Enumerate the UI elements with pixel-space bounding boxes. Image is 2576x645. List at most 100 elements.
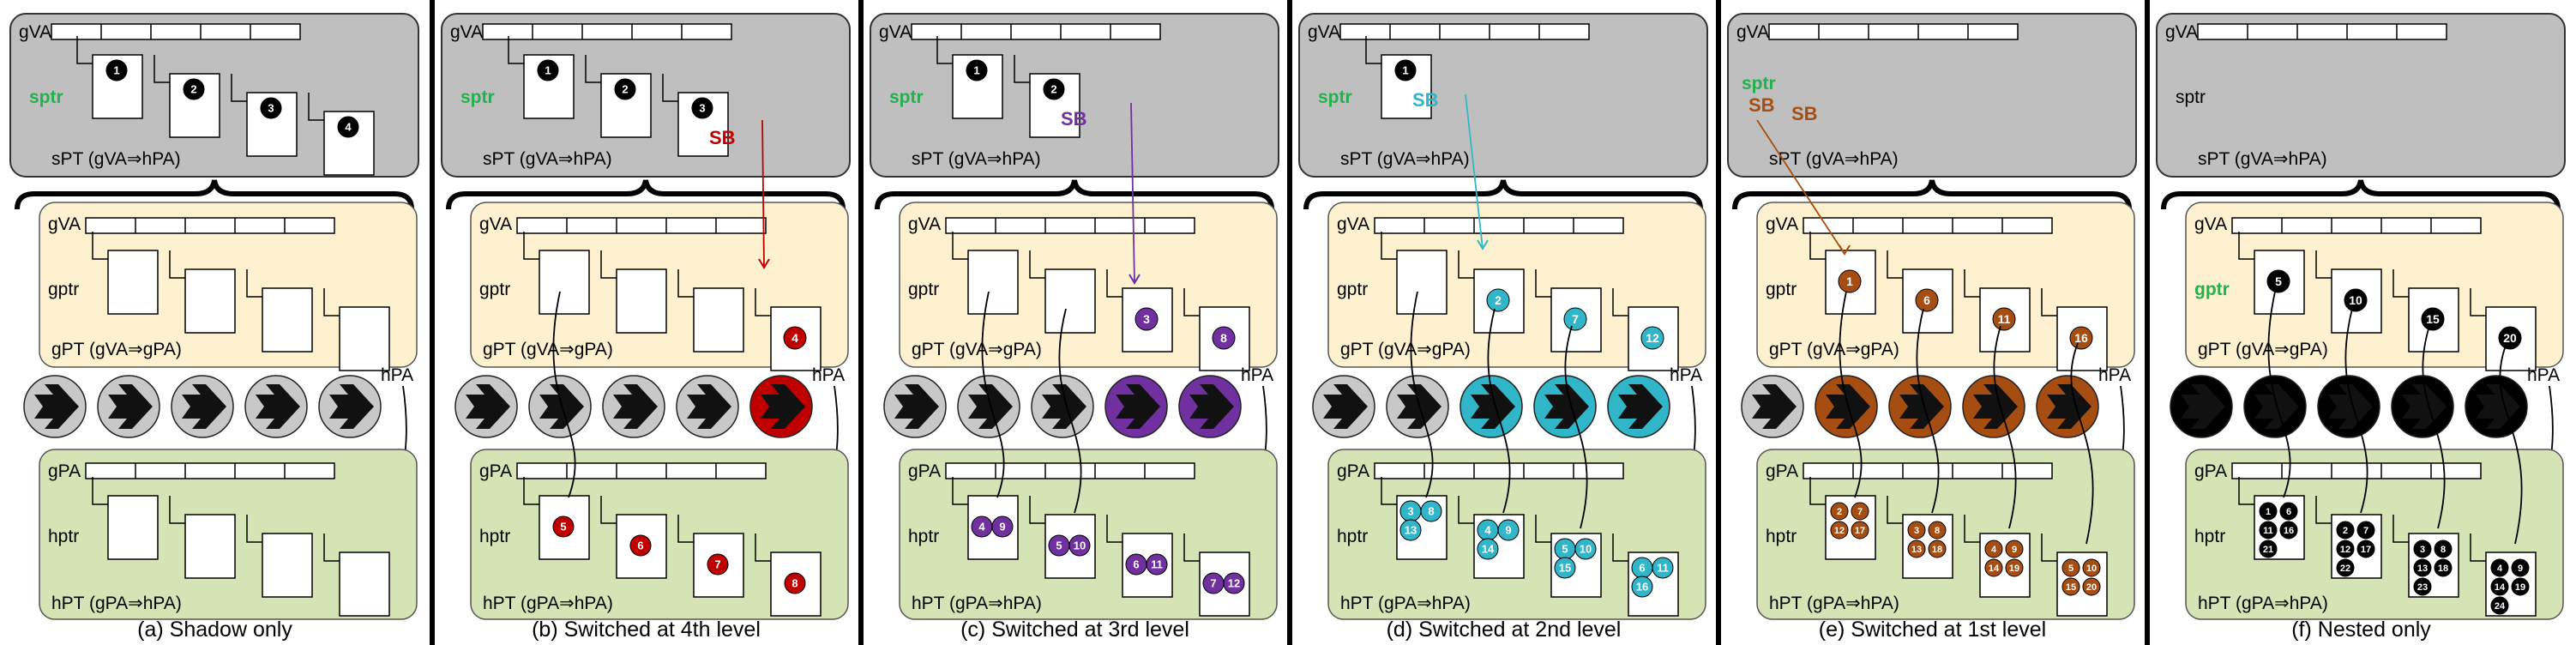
page-entry-label: 23 xyxy=(2417,582,2428,593)
page-entry-icon xyxy=(1652,557,1674,579)
page-entry-label: 8 xyxy=(1220,331,1227,345)
address-bar xyxy=(1374,217,1624,234)
hpt-link xyxy=(1809,477,1826,505)
gpt-link xyxy=(952,232,968,260)
gpt-gva-label: gVA xyxy=(479,214,512,234)
switch-arrow-icon xyxy=(1116,384,1160,429)
spt-link xyxy=(585,55,601,83)
page-entry-icon xyxy=(537,59,559,81)
gpt-page xyxy=(1044,268,1096,334)
level-brace xyxy=(1732,179,2132,210)
page-entry-label: 15 xyxy=(2426,312,2440,326)
gptr-label: gptr xyxy=(479,280,510,299)
gpt-link xyxy=(1458,250,1474,279)
page-entry-label: 7 xyxy=(1572,312,1579,326)
switch-arrow-icon xyxy=(1618,384,1663,429)
page-entry-icon xyxy=(2069,326,2093,350)
gpt-link xyxy=(1183,288,1200,316)
gpt-gva-label: gVA xyxy=(1337,214,1369,234)
page-entry-label: 2 xyxy=(622,83,628,96)
gpt-link xyxy=(523,232,539,260)
sb-label: SB xyxy=(709,127,736,148)
nested-walk-curve xyxy=(2070,342,2094,545)
switch-arrow-icon xyxy=(1973,384,2018,429)
address-bar xyxy=(1768,23,2019,40)
address-bar xyxy=(516,462,767,479)
gptr-label: gptr xyxy=(48,280,79,299)
page-entry-label: 6 xyxy=(637,540,643,552)
page-entry-icon xyxy=(1563,307,1587,331)
panel-caption: (b) Switched at 4th level xyxy=(532,618,761,642)
page-entry-icon xyxy=(2005,540,2024,558)
page-entry-label: 9 xyxy=(999,521,1005,533)
page-entry-label: 14 xyxy=(1482,543,1495,556)
hpt-link xyxy=(523,477,539,505)
switch-arrow-icon xyxy=(34,384,79,429)
switch-arrow-icon xyxy=(761,384,805,429)
gpt-link xyxy=(2238,232,2254,260)
page-entry-label: 2 xyxy=(1837,507,1842,517)
page-entry-icon xyxy=(784,572,806,594)
page-entry-icon xyxy=(2336,540,2355,558)
gpt-gva-label: gVA xyxy=(48,214,81,234)
hpt-page xyxy=(262,533,313,598)
page-entry-icon xyxy=(1223,572,1245,594)
page-entry-icon xyxy=(2356,540,2375,558)
address-bar xyxy=(2197,23,2447,40)
gpt-link xyxy=(1964,269,1980,298)
page-entry-label: 18 xyxy=(2438,564,2448,574)
hpa-label: hPA xyxy=(2527,365,2560,385)
page-entry-icon xyxy=(2434,558,2453,577)
hpt-link xyxy=(600,496,617,524)
gpt-gva-label: gVA xyxy=(2194,214,2227,234)
hpa-label: hPA xyxy=(381,365,413,385)
gpa-label: gPA xyxy=(48,461,81,481)
nested-walk-curve xyxy=(1410,291,1434,498)
sb-label: SB xyxy=(1061,108,1087,130)
page-entry-icon xyxy=(1830,521,1849,540)
page-entry-label: 8 xyxy=(1935,526,1940,536)
panel-separator xyxy=(1287,0,1292,645)
switch-arrow-icon xyxy=(2328,384,2373,429)
sb-label: SB xyxy=(1748,94,1775,116)
panel-caption: (a) Shadow only xyxy=(137,618,292,642)
page-entry-icon xyxy=(1394,59,1417,81)
page-entry-icon xyxy=(2421,307,2445,331)
hpt-link xyxy=(2041,533,2057,562)
page-entry-label: 2 xyxy=(190,83,196,96)
gpt-link xyxy=(1106,269,1122,298)
page-entry-label: 6 xyxy=(1639,562,1645,575)
panel-separator xyxy=(2145,0,2150,645)
address-bar xyxy=(1803,462,2053,479)
page-entry-icon xyxy=(1640,326,1664,350)
sptr-label: sptr xyxy=(1318,87,1352,107)
page-entry-label: 15 xyxy=(1559,562,1571,575)
page-entry-icon xyxy=(2511,558,2530,577)
gpt-page xyxy=(539,250,590,315)
sb-arrowhead xyxy=(1839,244,1851,256)
hpt-title: hPT (gPA⇒hPA) xyxy=(483,594,613,613)
panel-caption: (f) Nested only xyxy=(2291,618,2431,642)
gpt-page xyxy=(262,287,313,353)
sb-arrowhead xyxy=(758,258,770,269)
page-entry-icon xyxy=(1984,558,2003,577)
gpt-link xyxy=(1535,269,1551,298)
page-entry-label: 3 xyxy=(2420,545,2425,555)
address-bar xyxy=(945,217,1195,234)
panel-caption: (c) Switched at 3rd level xyxy=(960,618,1189,642)
hpt-link xyxy=(1887,496,1903,524)
switch-arrow-icon xyxy=(1544,384,1589,429)
hpt-title: hPT (gPA⇒hPA) xyxy=(1769,594,1899,613)
nested-walk-curve xyxy=(1564,325,1588,529)
page-entry-label: 24 xyxy=(2495,601,2506,612)
page-entry-icon xyxy=(1477,538,1499,560)
page-entry-icon xyxy=(1915,288,1939,312)
hptr-label: hptr xyxy=(1766,527,1797,546)
page-entry-icon xyxy=(2413,540,2432,558)
gptr-label: gptr xyxy=(1766,280,1797,299)
page-entry-label: 2 xyxy=(1495,293,1502,307)
page-entry-label: 17 xyxy=(1855,526,1865,536)
